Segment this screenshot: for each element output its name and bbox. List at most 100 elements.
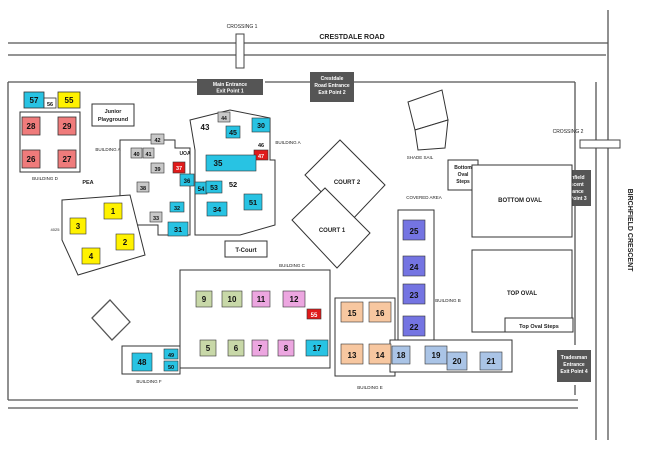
building-a-right-label: BUILDING A	[275, 140, 300, 145]
room-21: 21	[487, 357, 496, 366]
room-15: 15	[348, 309, 357, 318]
svg-text:Entrance: Entrance	[562, 189, 584, 195]
room-56: 56	[47, 102, 53, 108]
building-d-label: BUILDING D	[32, 176, 59, 181]
shade-sail-label: SHADE SAIL	[407, 155, 434, 160]
svg-text:Entrance: Entrance	[563, 362, 585, 368]
room-25: 25	[410, 227, 419, 236]
room-4: 4	[89, 252, 94, 261]
svg-text:Road Entrance: Road Entrance	[314, 83, 350, 89]
pea-label: PEA	[82, 180, 93, 186]
svg-text:TOP OVAL: TOP OVAL	[507, 291, 537, 297]
svg-text:COURT 2: COURT 2	[334, 180, 361, 186]
room-22: 22	[410, 323, 419, 332]
crossing-1-label: CROSSING 1	[227, 24, 258, 30]
bottom-oval: BOTTOM OVAL	[471, 164, 573, 238]
room-10: 10	[228, 295, 237, 304]
building-d: 57 56 55 28 29 26 27 BUILDING D	[19, 91, 81, 181]
svg-text:Bottom: Bottom	[454, 165, 472, 171]
crossing-1: CROSSING 1	[227, 24, 258, 69]
room-55: 55	[65, 96, 74, 105]
room-35: 35	[214, 159, 223, 168]
sketch-outline	[91, 299, 131, 341]
room-50: 50	[168, 365, 174, 371]
room-40: 40	[133, 152, 139, 158]
room-44: 44	[221, 116, 227, 122]
exit-point-1: Main Entrance Exit Point 1	[197, 79, 263, 95]
room-29: 29	[63, 122, 72, 131]
building-e-label: BUILDING E	[357, 385, 383, 390]
room-39: 39	[154, 167, 160, 173]
svg-text:Crescent: Crescent	[562, 182, 584, 188]
svg-text:BOTTOM OVAL: BOTTOM OVAL	[498, 198, 542, 204]
svg-text:Junior: Junior	[105, 109, 123, 115]
crossing-2-label: CROSSING 2	[553, 129, 584, 135]
room-3: 3	[76, 222, 81, 231]
room-14: 14	[376, 351, 385, 360]
svg-text:T-Court: T-Court	[235, 248, 256, 254]
room-24: 24	[410, 263, 419, 272]
room-53: 53	[210, 185, 218, 192]
building-c: BUILDING C 9 10 11 12 55 5 6 7 8 17	[179, 263, 331, 369]
room-30: 30	[257, 123, 265, 130]
top-oval-steps: Top Oval Steps	[504, 317, 574, 333]
room-52: 52	[229, 180, 237, 189]
svg-text:Exit Point 4: Exit Point 4	[560, 369, 587, 375]
t-court: T-Court	[224, 240, 268, 258]
exit-point-2: Crestdale Road Entrance Exit Point 2	[310, 72, 354, 102]
room-19: 19	[432, 351, 441, 360]
room-38: 38	[140, 186, 146, 192]
building-b: 25 24 23 22 BUILDING B	[397, 209, 461, 341]
exit-point-4: Tradesman Entrance Exit Point 4	[557, 350, 591, 382]
room-36: 36	[184, 179, 191, 185]
room-27: 27	[63, 155, 72, 164]
room-6: 6	[234, 344, 239, 353]
building-f: 48 49 50 BUILDING F	[121, 345, 181, 384]
room-41: 41	[145, 152, 151, 158]
room-23: 23	[410, 291, 419, 300]
room-51: 51	[249, 198, 257, 207]
room-48: 48	[138, 358, 147, 367]
building-a-left-label: BUILDING A	[95, 147, 120, 152]
room-7: 7	[258, 344, 263, 353]
room-1: 1	[111, 207, 116, 216]
room-13: 13	[348, 351, 357, 360]
crossing-2: CROSSING 2	[553, 129, 621, 149]
uoa-label: UOA	[179, 151, 191, 157]
room-33: 33	[153, 216, 159, 222]
svg-text:Exit Point 3: Exit Point 3	[559, 196, 586, 202]
room-47: 47	[258, 154, 264, 160]
room-43: 43	[201, 123, 210, 132]
room-11: 11	[257, 295, 266, 304]
room-5: 5	[206, 344, 211, 353]
room-32: 32	[174, 206, 180, 212]
site-boundaries	[7, 10, 609, 440]
building-f-label: BUILDING F	[136, 379, 162, 384]
room-28: 28	[27, 122, 36, 131]
room-31: 31	[174, 225, 182, 234]
room-49: 49	[168, 353, 174, 359]
svg-text:Playground: Playground	[98, 117, 128, 123]
building-a-west: BUILDING A 40 41 42 39 38 33 32 31 UOA 3…	[95, 133, 191, 237]
court-1: COURT 1	[291, 187, 371, 269]
room-42: 42	[154, 138, 160, 144]
room-12: 12	[290, 295, 299, 304]
building-c-label: BUILDING C	[279, 263, 306, 268]
junior-playground: Junior Playground	[91, 103, 135, 127]
svg-text:Top Oval Steps: Top Oval Steps	[519, 324, 559, 330]
svg-text:Tradesman: Tradesman	[561, 355, 587, 361]
building-a-east: 44 43 45 30 46 47 BUILDING A 35 52 36 54…	[179, 109, 301, 236]
building-a-south-west: 1 3 2 4	[61, 194, 146, 276]
room-9: 9	[202, 295, 207, 304]
room-45: 45	[229, 130, 237, 137]
svg-text:Birchfield: Birchfield	[561, 175, 584, 181]
svg-text:Steps: Steps	[456, 179, 470, 185]
svg-text:Oval: Oval	[458, 172, 469, 178]
room-17: 17	[313, 344, 322, 353]
room-18: 18	[397, 351, 406, 360]
code-4025: 4025	[51, 227, 61, 232]
room-16: 16	[376, 309, 385, 318]
room-8: 8	[284, 344, 289, 353]
birchfield-crescent-label: BIRCHFIELD CRESCENT	[626, 189, 633, 273]
